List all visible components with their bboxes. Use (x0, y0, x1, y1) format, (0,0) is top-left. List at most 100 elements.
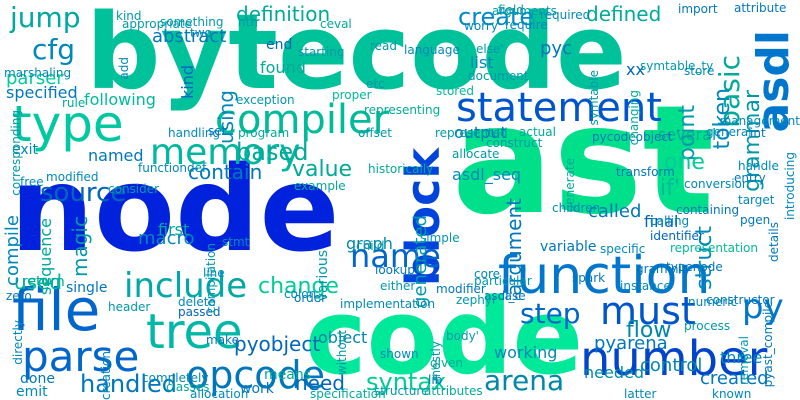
word-representing-91: representing (364, 103, 441, 117)
word-implementation-83: implementation (340, 297, 436, 311)
word-instance-163: instance (620, 279, 671, 293)
word-completely-174: completely (142, 371, 209, 385)
word-several-74: several (658, 125, 717, 144)
word-done-84: done (20, 371, 55, 387)
word-pgen-116: pgen (740, 213, 771, 227)
word-asdl-seq-53: asdl_seq (452, 165, 522, 184)
word-means-72: means (264, 367, 311, 383)
word-delete-137: delete (178, 295, 216, 309)
word-create-22: create (458, 3, 535, 31)
word-macro-46: macro (138, 228, 195, 249)
word-pyobject-39: pyobject (234, 332, 321, 356)
word-attribute-150: attribute (734, 1, 787, 15)
word-represented-186: represented (435, 126, 508, 140)
word-core-131: core (474, 267, 500, 281)
word-emit-85: emit (16, 384, 48, 400)
word-import-110: import (678, 2, 718, 16)
word-type-7: type (12, 95, 124, 153)
word-defined-37: defined (586, 2, 662, 26)
word-latter-168: latter (624, 387, 657, 400)
word-handling-97: handling (168, 126, 221, 140)
word-named-76: named (88, 146, 144, 165)
word-example-155: example (294, 179, 346, 193)
word-kind-193: kind (116, 9, 142, 23)
word-working-59: working (494, 343, 558, 362)
word-symtable-107: symtable (587, 70, 601, 126)
word-functiondef-173: functiondef (138, 161, 207, 175)
word-graminit-165: graminit (636, 262, 687, 276)
word-simple-132: simple (420, 231, 460, 245)
word-management-111: management (719, 114, 800, 128)
word-specific-123: specific (600, 242, 646, 256)
word-nth-190: nth (238, 15, 258, 29)
word-file-5: file (12, 276, 101, 344)
word-node-0: node (10, 140, 340, 278)
word-bytecode-2: bytecode (86, 0, 627, 113)
word-exception-101: exception (236, 93, 295, 107)
word-required-151: required (540, 8, 591, 22)
word-language-89: language (404, 43, 460, 57)
word-set-98: set (208, 124, 227, 138)
word-identifier-118: identifier (650, 229, 704, 243)
word-add-104: add (117, 57, 131, 80)
word-symtable-ty-195: symtable_ty (640, 59, 714, 73)
word-value-41: value (292, 157, 353, 182)
word-need-49: need (295, 371, 345, 395)
word-used-45: used (14, 270, 63, 294)
word-source-29: source (40, 178, 127, 208)
word-include-16: include (124, 266, 248, 306)
word-abstract-34: abstract (152, 26, 227, 47)
word-memory-15: memory (150, 132, 301, 173)
word-control-51: control (640, 355, 703, 376)
word-arena-27: arena (484, 364, 565, 397)
word-specified-78: specified (6, 83, 78, 102)
word-creation-176: creation (99, 351, 113, 400)
word-proper-90: proper (332, 88, 372, 102)
word-end-64: end (266, 37, 293, 53)
word-pyast-compile-166: pyast_compile (761, 301, 775, 388)
word-structure-144: structure (374, 384, 429, 398)
word-asdl-c-128: asdl_c (484, 289, 522, 303)
word-rule-96: rule (62, 96, 86, 110)
word-particular-180: particular (474, 274, 532, 288)
word-transform-122: transform (616, 165, 675, 179)
word-something-188: something (160, 15, 224, 29)
word-change-31: change (258, 274, 339, 299)
word-pyc-62: pyc (540, 38, 572, 59)
word-shown-162: shown (380, 347, 419, 361)
word-process-148: process (684, 319, 731, 333)
word-kind-56: kind (178, 65, 197, 100)
word-object-71: object (318, 328, 368, 347)
word-mostly-160: mostly (429, 341, 443, 382)
word-ceval-106: ceval (320, 17, 352, 31)
word-read-194: read (370, 39, 398, 53)
word-called-54: called (588, 201, 642, 222)
word-line-134: line (203, 266, 225, 280)
word-compile-55: compile (2, 215, 23, 286)
word-tree-10: tree (146, 304, 243, 360)
word-xx-88: xx (626, 60, 645, 79)
word-pycodeobject-92: pycodeobject (592, 130, 673, 144)
word-ast-1: ast (452, 74, 715, 248)
word-modified-139: modified (46, 170, 99, 184)
word-details-149: details (767, 222, 781, 262)
word-allocation-175: allocation (190, 387, 249, 400)
word-document-182: document (468, 69, 529, 83)
word-classes-142: classes (166, 380, 210, 394)
word-pyarena-50: pyarena (594, 333, 668, 354)
word-removal-147: removal (737, 336, 751, 385)
word-jump-20: jump (10, 1, 81, 34)
word-store-170: store (684, 64, 715, 78)
word-directly-143: directly (11, 320, 25, 365)
word-three-70: three (720, 348, 763, 367)
word-either-181: either (380, 279, 416, 293)
word-must-17: must (600, 289, 696, 333)
word-attributes-145: attributes (424, 384, 483, 398)
word-consider-156: consider (108, 182, 160, 196)
word-int-112: int (750, 126, 766, 140)
word-handle-113: handle (738, 159, 779, 173)
word-flow-38: flow (626, 318, 672, 343)
word-conversion-121: conversion (684, 177, 750, 191)
word-program-99: program (238, 126, 290, 140)
